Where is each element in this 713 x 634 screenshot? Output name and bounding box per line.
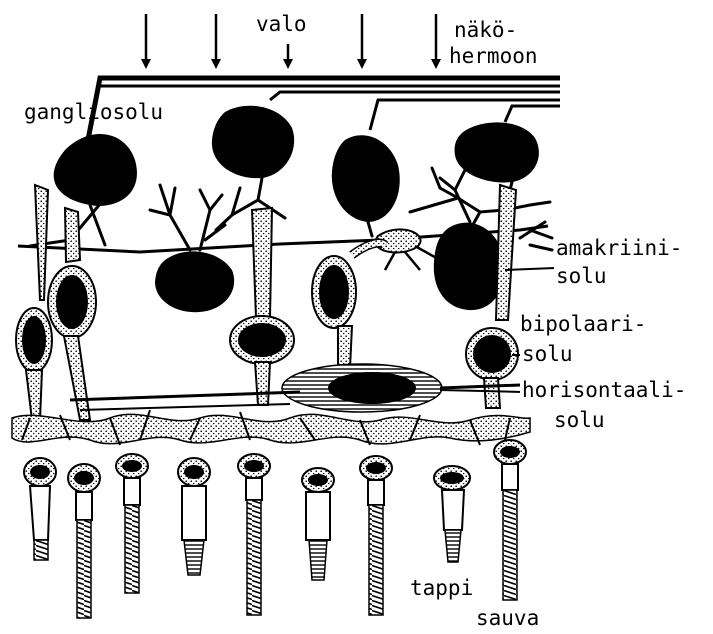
- amacrine-cell-1-dendrites: [150, 185, 225, 250]
- ganglion-cell-1: [54, 134, 137, 206]
- label-optic-nerve-2: hermoon: [447, 44, 540, 68]
- label-optic-nerve-1: näkö-: [452, 18, 519, 42]
- label-amacrine-cell-1: amakriini-: [554, 236, 684, 260]
- rod-3: [116, 454, 148, 593]
- amacrine-cell-1: [155, 251, 234, 312]
- label-horizontal-cell-2: solu: [552, 408, 607, 432]
- rod-5: [360, 456, 392, 615]
- rod-6: [494, 440, 526, 600]
- bipolar-cell-3: [230, 208, 294, 405]
- ganglion-cell-3: [332, 135, 400, 222]
- label-bipolar-cell-2: solu: [520, 342, 575, 366]
- horizontal-cell: [70, 364, 520, 412]
- rod-1: [24, 458, 56, 560]
- label-bipolar-cell-1: bipolaari-: [518, 312, 648, 336]
- label-ganglion-cell: gangliosolu: [22, 100, 165, 124]
- bipolar-cell-4: [312, 243, 385, 368]
- amacrine-cell-2: [434, 223, 505, 311]
- label-cone: tappi: [408, 576, 475, 600]
- rod-2: [68, 464, 100, 618]
- label-rod: sauva: [474, 606, 541, 630]
- bipolar-cell-2: [48, 208, 96, 420]
- ganglion-cell-2: [212, 106, 294, 178]
- label-light: valo: [254, 12, 309, 36]
- cone-1: [178, 458, 210, 575]
- label-amacrine-cell-2: solu: [554, 264, 609, 288]
- rod-4: [238, 454, 270, 615]
- bipolar-cell-1: [16, 185, 52, 420]
- cone-3: [434, 466, 470, 562]
- cone-2: [302, 468, 334, 580]
- bipolar-cells: [16, 185, 518, 420]
- label-horizontal-cell-1: horisontaali-: [520, 378, 688, 402]
- ganglion-cell-4: [455, 122, 539, 182]
